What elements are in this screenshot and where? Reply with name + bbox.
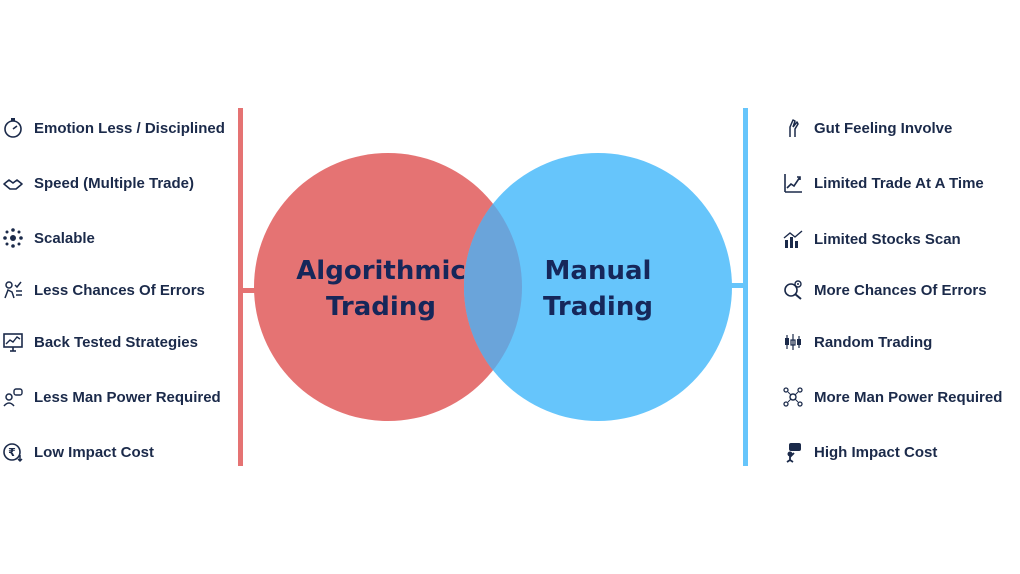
right-item-label: High Impact Cost: [814, 443, 938, 461]
growth-chart-icon: [782, 172, 804, 194]
left-item-label: Emotion Less / Disciplined: [34, 119, 225, 137]
algorithmic-trading-circle: [254, 153, 522, 421]
right-item-label: Limited Trade At A Time: [814, 174, 984, 192]
right-item-gut-feeling: Gut Feeling Involve: [782, 117, 952, 139]
left-item-less-errors: Less Chances Of Errors: [2, 279, 205, 301]
person-chat-icon: [2, 386, 24, 408]
svg-text:₹: ₹: [8, 446, 16, 459]
left-item-low-impact: ₹ Low Impact Cost: [2, 441, 154, 463]
right-item-label: Random Trading: [814, 333, 933, 351]
right-circle-title-line1: Manual: [545, 256, 652, 286]
checklist-icon: [2, 279, 24, 301]
monitor-chart-icon: [2, 331, 24, 353]
cost-burden-icon: [782, 441, 804, 463]
left-connector: [238, 288, 256, 293]
left-item-label: Less Man Power Required: [34, 388, 221, 406]
left-item-label: Back Tested Strategies: [34, 333, 198, 351]
right-item-more-errors: More Chances Of Errors: [782, 279, 987, 301]
rupee-down-icon: ₹: [2, 441, 24, 463]
right-connector: [728, 283, 748, 288]
left-item-back-tested: Back Tested Strategies: [2, 331, 198, 353]
right-item-limited-stocks: Limited Stocks Scan: [782, 228, 961, 250]
left-item-label: Speed (Multiple Trade): [34, 174, 195, 192]
gear-search-icon: [782, 279, 804, 301]
right-circle-title-line2: Trading: [543, 292, 653, 322]
team-network-icon: [782, 386, 804, 408]
right-item-label: Gut Feeling Involve: [814, 119, 953, 137]
bar-trend-icon: [782, 228, 804, 250]
right-item-limited-trade: Limited Trade At A Time: [782, 172, 984, 194]
left-divider-bar: [238, 108, 243, 466]
right-item-more-manpower: More Man Power Required: [782, 386, 1002, 408]
left-circle-title-line2: Trading: [326, 292, 436, 322]
left-circle-title-line1: Algorithmic: [296, 256, 466, 286]
right-item-label: More Man Power Required: [814, 388, 1003, 406]
manual-trading-circle: [464, 153, 732, 421]
left-item-label: Low Impact Cost: [34, 443, 155, 461]
right-item-random-trading: Random Trading: [782, 331, 932, 353]
left-item-scalable: Scalable: [2, 227, 95, 249]
right-item-label: More Chances Of Errors: [814, 281, 987, 299]
left-item-emotion-less: Emotion Less / Disciplined: [2, 117, 225, 139]
crossed-fingers-icon: [782, 117, 804, 139]
handshake-icon: [2, 172, 24, 194]
right-item-label: Limited Stocks Scan: [814, 230, 961, 248]
stopwatch-icon: [2, 117, 24, 139]
candlestick-icon: [782, 331, 804, 353]
left-item-label: Scalable: [34, 229, 95, 247]
right-item-high-impact: High Impact Cost: [782, 441, 937, 463]
network-icon: [2, 227, 24, 249]
left-item-less-manpower: Less Man Power Required: [2, 386, 221, 408]
left-item-label: Less Chances Of Errors: [34, 281, 205, 299]
left-item-speed: Speed (Multiple Trade): [2, 172, 194, 194]
